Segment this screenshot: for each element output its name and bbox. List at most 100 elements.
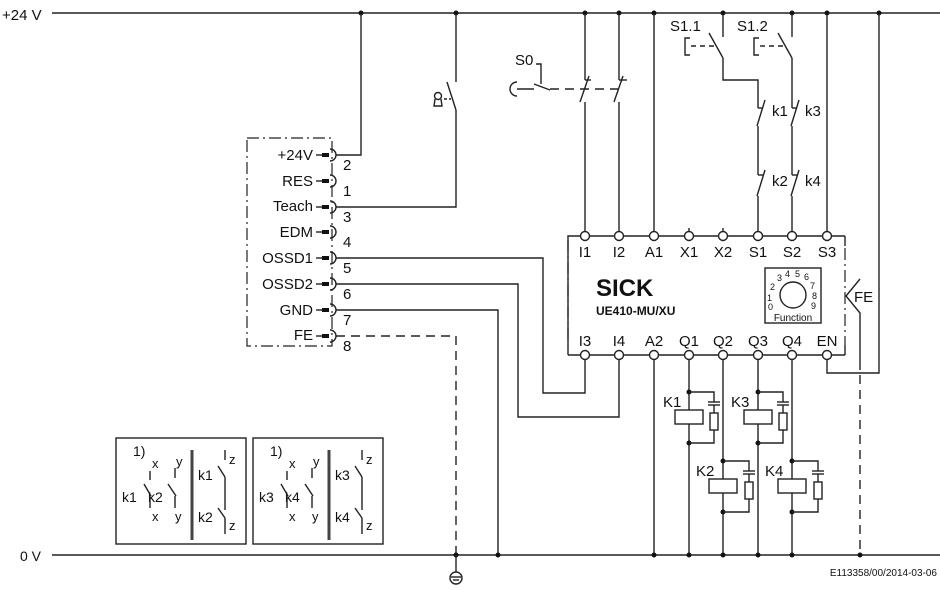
svg-text:3: 3 — [777, 273, 782, 283]
svg-text:4: 4 — [785, 269, 790, 279]
legend-box-1: 1) x x y y k1 k2 k1 k2 z z — [115, 437, 247, 545]
svg-text:+24V: +24V — [278, 147, 313, 164]
svg-text:y: y — [175, 509, 182, 524]
switch-s12: S1.2 — [737, 13, 793, 104]
svg-text:A1: A1 — [645, 244, 663, 261]
svg-text:y: y — [176, 454, 183, 469]
pin-ossd2: OSSD2 6 — [262, 276, 351, 303]
svg-text:2: 2 — [770, 282, 775, 292]
svg-text:k3: k3 — [805, 103, 821, 120]
feedback-contacts: k1 k3 k2 k4 — [756, 99, 821, 232]
svg-text:X2: X2 — [714, 244, 732, 261]
svg-text:k3: k3 — [335, 467, 350, 483]
svg-text:I4: I4 — [613, 333, 626, 350]
svg-text:I1: I1 — [579, 244, 592, 261]
svg-text:EDM: EDM — [280, 224, 313, 241]
svg-text:z: z — [229, 452, 236, 467]
svg-text:y: y — [313, 454, 320, 469]
svg-text:RES: RES — [282, 173, 313, 190]
svg-text:z: z — [229, 518, 236, 533]
svg-text:K1: K1 — [663, 394, 681, 411]
pin-gnd: GND 7 — [280, 302, 352, 329]
svg-text:EN: EN — [817, 333, 838, 350]
top-terminals: I1 I2 A1 X1 X2 S1 S2 S3 — [579, 228, 836, 261]
svg-text:x: x — [289, 456, 296, 471]
svg-text:7: 7 — [343, 312, 351, 329]
svg-text:k2: k2 — [148, 489, 163, 505]
svg-text:S1.2: S1.2 — [737, 18, 768, 35]
svg-text:S2: S2 — [783, 244, 801, 261]
svg-text:Q1: Q1 — [679, 333, 699, 350]
rail-label-24v: +24 V — [2, 7, 42, 24]
pin-ossd1: OSSD1 5 — [262, 250, 351, 277]
bottom-terminals: I3 I4 A2 Q1 Q2 Q3 Q4 EN — [579, 333, 838, 361]
svg-text:7: 7 — [810, 281, 815, 291]
svg-text:k3: k3 — [259, 489, 274, 505]
svg-text:K4: K4 — [765, 463, 783, 480]
svg-text:k1: k1 — [122, 489, 137, 505]
svg-text:FE: FE — [294, 327, 313, 344]
svg-text:S1.1: S1.1 — [670, 18, 701, 35]
wire-en — [826, 13, 880, 374]
svg-text:K2: K2 — [696, 463, 714, 480]
svg-text:x: x — [152, 509, 159, 524]
svg-text:OSSD2: OSSD2 — [262, 276, 313, 293]
svg-text:k1: k1 — [198, 467, 213, 483]
svg-text:A2: A2 — [645, 333, 663, 350]
svg-text:S0: S0 — [515, 52, 533, 69]
svg-text:k2: k2 — [772, 173, 788, 190]
svg-text:FE: FE — [854, 289, 873, 306]
svg-text:1: 1 — [767, 293, 772, 303]
document-id: E113358/00/2014-03-06 — [830, 568, 938, 579]
svg-text:9: 9 — [811, 301, 816, 311]
svg-text:I3: I3 — [579, 333, 592, 350]
svg-text:OSSD1: OSSD1 — [262, 250, 313, 267]
output-wiring — [453, 360, 795, 558]
relay-k3: K3 — [731, 389, 789, 446]
legend-box-2: 1) x x y y k3 k4 k3 k4 z z — [252, 437, 384, 545]
svg-text:z: z — [366, 518, 373, 533]
brand-logo: SICK — [596, 275, 654, 302]
rail-label-0v: 0 V — [20, 548, 42, 564]
svg-text:4: 4 — [343, 234, 351, 251]
svg-text:1): 1) — [133, 443, 145, 459]
svg-text:I2: I2 — [613, 244, 626, 261]
svg-text:6: 6 — [343, 286, 351, 303]
svg-text:x: x — [152, 456, 159, 471]
svg-text:X1: X1 — [680, 244, 698, 261]
svg-text:Q2: Q2 — [713, 333, 733, 350]
model-label: UE410-MU/XU — [596, 304, 675, 318]
svg-text:5: 5 — [795, 269, 800, 279]
relay-k1: K1 — [663, 389, 720, 446]
sensor-wires — [336, 13, 620, 555]
svg-text:3: 3 — [343, 209, 351, 226]
svg-text:8: 8 — [812, 291, 817, 301]
svg-text:GND: GND — [280, 302, 314, 319]
svg-text:k1: k1 — [772, 103, 788, 120]
svg-text:1: 1 — [343, 183, 351, 200]
svg-text:Q3: Q3 — [748, 333, 768, 350]
pin-fe: FE 8 — [294, 327, 352, 355]
svg-text:Function: Function — [774, 313, 812, 324]
svg-text:2: 2 — [343, 157, 351, 174]
svg-text:6: 6 — [804, 272, 809, 282]
relay-k4: K4 — [765, 458, 824, 515]
fe-ground: FE — [845, 278, 873, 558]
pin-teach: Teach 3 — [273, 198, 351, 226]
svg-text:Teach: Teach — [273, 198, 313, 215]
earth-ground-icon — [449, 555, 463, 585]
svg-text:k4: k4 — [285, 489, 300, 505]
svg-text:S3: S3 — [818, 244, 836, 261]
pin-edm: EDM 4 — [280, 224, 352, 251]
svg-text:x: x — [289, 509, 296, 524]
switch-s11: S1.1 — [670, 13, 759, 104]
svg-text:y: y — [312, 509, 319, 524]
pin-res: RES 1 — [282, 173, 351, 200]
sensor-enclosure — [246, 137, 333, 347]
svg-text:0: 0 — [768, 302, 773, 312]
estop-s0: S0 — [509, 13, 627, 232]
svg-text:Q4: Q4 — [782, 333, 802, 350]
svg-text:K3: K3 — [731, 394, 749, 411]
safety-module: I1 I2 A1 X1 X2 S1 S2 S3 SICK UE410-MU/XU… — [567, 228, 846, 361]
